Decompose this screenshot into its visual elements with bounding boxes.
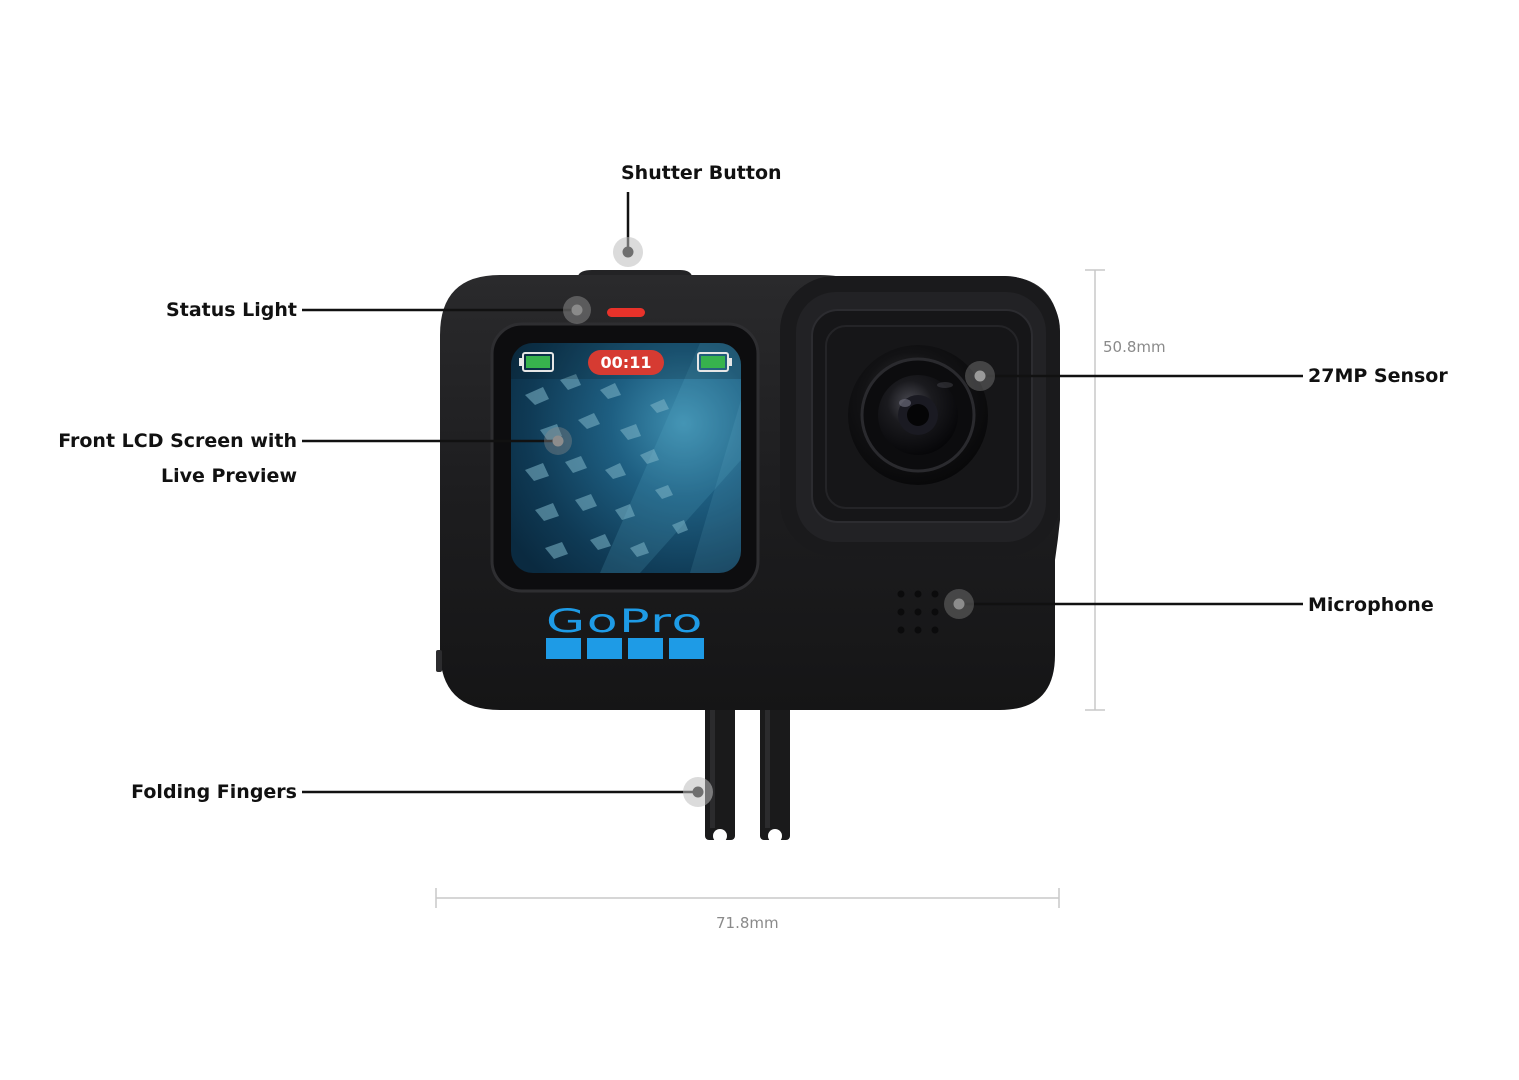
folding-fingers-label: Folding Fingers [131, 781, 297, 803]
microphone-grille [897, 590, 939, 634]
screen-timer: 00:11 [601, 353, 652, 372]
battery-icon [697, 352, 732, 372]
front-lcd-screen: 00:11 [490, 322, 760, 593]
shutter-button-label: Shutter Button [621, 162, 782, 184]
front-lcd-label-line1: Front LCD Screen with [58, 430, 297, 452]
status-light-shape [607, 308, 645, 317]
width-dimension-label: 71.8mm [716, 914, 779, 932]
front-lcd-label-line2: Live Preview [160, 465, 297, 487]
callout-markers [544, 237, 995, 807]
battery-icon [519, 352, 554, 372]
folding-fingers [705, 690, 790, 843]
microphone-label: Microphone [1308, 594, 1434, 616]
lens-assembly [780, 276, 1060, 556]
width-dimension-line [435, 888, 1060, 908]
shutter-button-shape [578, 270, 692, 276]
sensor-label: 27MP Sensor [1308, 365, 1448, 387]
gopro-logo: GoPro [546, 602, 704, 659]
height-dimension-label: 50.8mm [1103, 338, 1166, 356]
brand-wordmark: GoPro [546, 602, 704, 640]
side-button [436, 650, 442, 672]
timer-badge [588, 350, 664, 375]
status-light-label: Status Light [166, 299, 297, 321]
height-dimension-line [1085, 269, 1105, 711]
